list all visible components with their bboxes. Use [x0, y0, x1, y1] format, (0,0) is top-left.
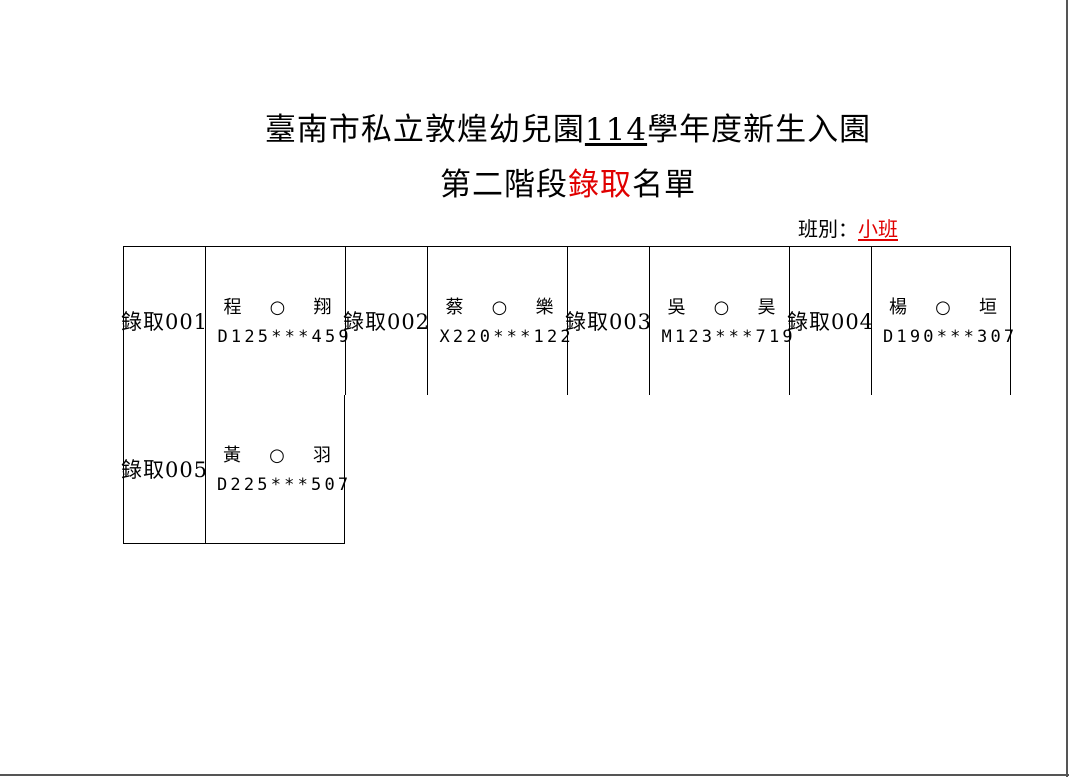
page-frame-right	[1066, 0, 1068, 777]
student-name: 吳 ○ 昊	[662, 295, 778, 321]
student-id: M123***719	[661, 327, 796, 347]
name-char: 樂	[535, 297, 554, 318]
class-label: 班別：	[798, 217, 858, 241]
subtitle-suffix: 名單	[632, 167, 696, 203]
name-char: 吳	[667, 297, 686, 318]
admission-label: 錄取005	[120, 458, 209, 482]
student-name: 程 ○ 翔	[218, 295, 334, 321]
student-name: 楊 ○ 垣	[883, 295, 999, 321]
name-char: 楊	[889, 297, 907, 318]
admission-label-cell: 錄取005	[120, 395, 209, 544]
title-suffix: 學年度新生入園	[647, 112, 872, 148]
table-row: 錄取005 黃 ○ 羽 D225***507	[120, 395, 1011, 544]
name-char: 程	[223, 297, 242, 318]
admission-label-cell: 錄取004	[786, 246, 875, 395]
name-char: 羽	[313, 445, 331, 466]
student-id: D190***307	[883, 327, 1018, 347]
name-char: 昊	[757, 297, 776, 318]
admission-label: 錄取002	[342, 310, 431, 334]
admission-info: 黃 ○ 羽 D225***507	[217, 443, 352, 495]
name-char: ○	[269, 297, 286, 318]
admission-label: 錄取001	[120, 310, 209, 334]
admission-info: 吳 ○ 昊 M123***719	[661, 295, 796, 347]
admission-info: 楊 ○ 垣 D190***307	[883, 295, 1018, 347]
name-char: 翔	[313, 297, 332, 318]
student-name: 蔡 ○ 樂	[440, 295, 556, 321]
title-prefix: 臺南市私立敦煌幼兒園	[264, 112, 585, 148]
admission-label: 錄取004	[786, 310, 875, 334]
name-char: 蔡	[445, 297, 464, 318]
table-row: 錄取001 程 ○ 翔 D125***459 錄取002 蔡 ○ 樂	[120, 246, 1018, 395]
name-char: ○	[269, 445, 285, 466]
admission-info-cell: 程 ○ 翔 D125***459	[205, 246, 352, 395]
title-year: 114	[584, 112, 648, 148]
admission-label-cell: 錄取001	[120, 246, 209, 395]
student-id: X220***122	[439, 327, 574, 347]
admission-info: 蔡 ○ 樂 X220***122	[439, 295, 574, 347]
admission-info-cell: 黃 ○ 羽 D225***507	[205, 395, 352, 544]
admission-table: 錄取001 程 ○ 翔 D125***459 錄取002 蔡 ○ 樂	[120, 246, 1018, 544]
student-name: 黃 ○ 羽	[217, 443, 333, 469]
student-id: D225***507	[217, 475, 352, 495]
student-id: D125***459	[217, 327, 352, 347]
name-char: 黃	[223, 445, 241, 466]
page-frame-bottom	[0, 774, 1069, 776]
admission-label-cell: 錄取003	[564, 246, 653, 395]
admission-label: 錄取003	[564, 310, 653, 334]
admission-info-cell: 吳 ○ 昊 M123***719	[649, 246, 796, 395]
subtitle-prefix: 第二階段	[440, 167, 568, 203]
class-value: 小班	[858, 217, 898, 241]
name-char: ○	[491, 297, 508, 318]
subtitle-highlight: 錄取	[568, 167, 632, 203]
class-indicator: 班別：小班	[798, 213, 898, 242]
admission-info-cell: 蔡 ○ 樂 X220***122	[427, 246, 574, 395]
name-char: ○	[713, 297, 730, 318]
page-title: 臺南市私立敦煌幼兒園114學年度新生入園	[0, 104, 1069, 149]
admission-info-cell: 楊 ○ 垣 D190***307	[871, 246, 1018, 395]
name-char: ○	[935, 297, 951, 318]
name-char: 垣	[979, 297, 997, 318]
page-subtitle: 第二階段錄取名單	[0, 159, 1069, 204]
admission-label-cell: 錄取002	[342, 246, 431, 395]
admission-info: 程 ○ 翔 D125***459	[217, 295, 352, 347]
